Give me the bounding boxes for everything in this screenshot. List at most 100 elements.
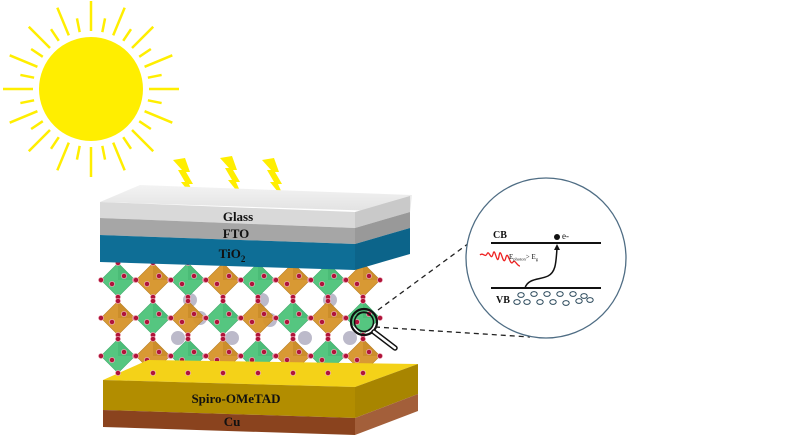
sun-icon bbox=[3, 1, 179, 177]
sun-ray bbox=[30, 47, 44, 58]
a-site-cation bbox=[171, 331, 185, 345]
oxygen-atom bbox=[319, 281, 325, 287]
oxygen-atom bbox=[319, 319, 325, 325]
electron-label: e- bbox=[562, 231, 569, 241]
oxygen-atom bbox=[109, 281, 115, 287]
oxygen-atom bbox=[284, 281, 290, 287]
sun-ray bbox=[131, 129, 155, 153]
hole-icon bbox=[517, 292, 525, 298]
perovskite-lattice bbox=[98, 260, 383, 374]
oxygen-atom bbox=[290, 370, 296, 376]
oxygen-atom bbox=[354, 281, 360, 287]
hole-icon bbox=[543, 291, 551, 297]
hole-icon bbox=[536, 299, 544, 305]
holes-group bbox=[513, 291, 594, 306]
zoom-connector-lines bbox=[374, 234, 531, 338]
oxygen-atom bbox=[226, 349, 232, 355]
oxygen-atom bbox=[214, 319, 220, 325]
oxygen-atom bbox=[273, 315, 279, 321]
oxygen-atom bbox=[290, 298, 296, 304]
cu-label: Cu bbox=[224, 414, 241, 429]
photon-wave-icon bbox=[479, 251, 521, 267]
oxygen-atom bbox=[308, 277, 314, 283]
oxygen-atom bbox=[255, 336, 261, 342]
oxygen-atom bbox=[133, 353, 139, 359]
arrow-head-icon bbox=[554, 244, 560, 250]
spiro-label: Spiro-OMeTAD bbox=[191, 391, 280, 406]
oxygen-atom bbox=[360, 370, 366, 376]
perovskite-lattice-front bbox=[115, 370, 366, 376]
oxygen-atom bbox=[220, 336, 226, 342]
oxygen-atom bbox=[191, 273, 197, 279]
oxygen-atom bbox=[203, 315, 209, 321]
oxygen-atom bbox=[249, 319, 255, 325]
oxygen-atom bbox=[255, 370, 261, 376]
a-site-cation bbox=[343, 331, 357, 345]
excitation-arrow bbox=[524, 247, 558, 289]
sun-ray bbox=[147, 99, 162, 105]
magnifying-glass-icon bbox=[349, 307, 398, 351]
oxygen-atom bbox=[150, 370, 156, 376]
vb-label: VB bbox=[496, 295, 510, 306]
glass-label: Glass bbox=[223, 209, 253, 224]
oxygen-atom bbox=[319, 357, 325, 363]
hole-icon bbox=[523, 299, 531, 305]
sun-ray bbox=[131, 25, 155, 49]
sun-ray bbox=[27, 129, 51, 153]
sun-ray bbox=[9, 54, 38, 68]
sun-ray bbox=[9, 110, 38, 124]
top-electrode-stack: Glass FTO TiO2 bbox=[100, 185, 412, 270]
oxygen-atom bbox=[98, 315, 104, 321]
hole-icon bbox=[569, 291, 577, 297]
sun-ray bbox=[144, 54, 173, 68]
tio2-label: TiO2 bbox=[219, 246, 246, 264]
oxygen-atom bbox=[133, 315, 139, 321]
sun-ray bbox=[75, 18, 81, 33]
hole-icon bbox=[575, 298, 583, 304]
oxygen-atom bbox=[185, 298, 191, 304]
oxygen-atom bbox=[156, 311, 162, 317]
oxygen-atom bbox=[109, 319, 115, 325]
tio2-layer bbox=[100, 235, 355, 270]
sun-ray bbox=[144, 110, 173, 124]
sun-ray bbox=[49, 136, 60, 150]
oxygen-atom bbox=[343, 315, 349, 321]
oxygen-atom bbox=[238, 277, 244, 283]
oxygen-atom bbox=[115, 336, 121, 342]
oxygen-atom bbox=[360, 336, 366, 342]
oxygen-atom bbox=[377, 277, 383, 283]
oxygen-atom bbox=[150, 298, 156, 304]
oxygen-atom bbox=[284, 319, 290, 325]
oxygen-atom bbox=[121, 273, 127, 279]
oxygen-atom bbox=[261, 311, 267, 317]
oxygen-atom bbox=[273, 353, 279, 359]
sun-ray bbox=[30, 120, 44, 131]
oxygen-atom bbox=[220, 370, 226, 376]
fto-side bbox=[355, 212, 410, 244]
hole-icon bbox=[586, 297, 594, 303]
bottom-electrode-stack: Spiro-OMeTAD Cu bbox=[103, 360, 418, 435]
tio2-label-sub: 2 bbox=[241, 254, 246, 264]
sun-ray bbox=[56, 7, 70, 36]
sun-ray bbox=[138, 120, 152, 131]
oxygen-atom bbox=[179, 319, 185, 325]
band-diagram-circle bbox=[465, 177, 627, 339]
sun-ray bbox=[75, 145, 81, 160]
oxygen-atom bbox=[360, 298, 366, 304]
oxygen-atom bbox=[168, 277, 174, 283]
spiro-side bbox=[355, 364, 418, 418]
oxygen-atom bbox=[150, 336, 156, 342]
oxygen-atom bbox=[98, 277, 104, 283]
photon-energy-label: Ephoton> Eg bbox=[509, 253, 539, 262]
oxygen-atom bbox=[185, 370, 191, 376]
sun-ray bbox=[122, 136, 133, 150]
glass-side bbox=[355, 196, 410, 228]
oxygen-atom bbox=[191, 349, 197, 355]
oxygen-atom bbox=[331, 273, 337, 279]
oxygen-atom bbox=[331, 311, 337, 317]
sun-ray bbox=[122, 28, 133, 42]
oxygen-atom bbox=[308, 353, 314, 359]
oxygen-atom bbox=[255, 298, 261, 304]
oxygen-atom bbox=[144, 281, 150, 287]
glass-top-face bbox=[100, 185, 412, 212]
